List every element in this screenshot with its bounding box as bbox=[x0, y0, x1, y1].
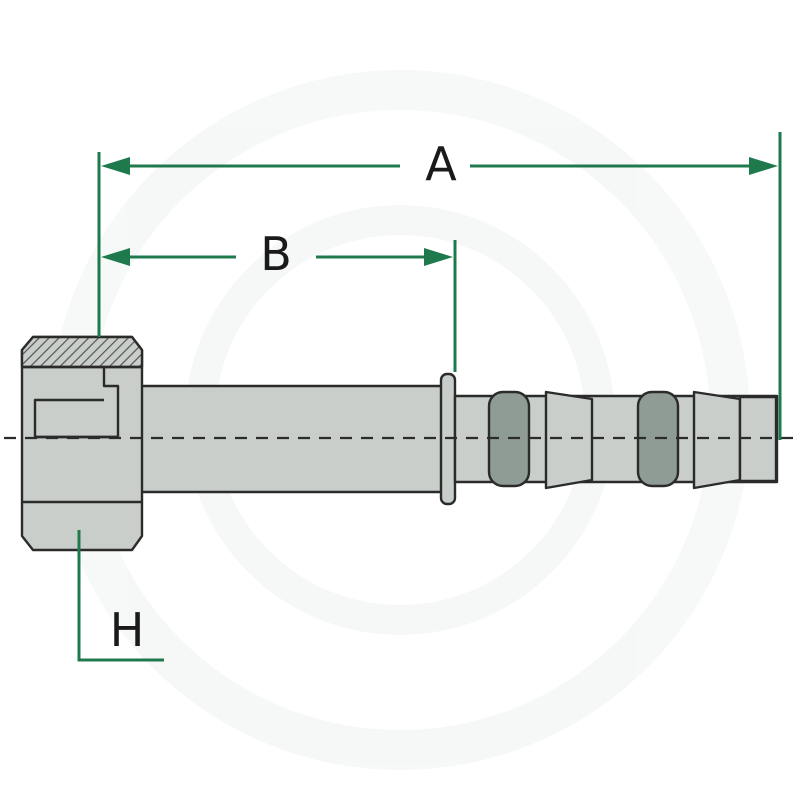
arrowhead bbox=[101, 248, 130, 266]
arrowhead bbox=[749, 157, 778, 175]
dimension-a-label: A bbox=[425, 137, 457, 191]
hex-nut bbox=[20, 335, 144, 552]
barb-cone-1 bbox=[544, 390, 594, 490]
stem-tube bbox=[136, 384, 450, 494]
dimension-b-label: B bbox=[260, 227, 292, 281]
fitting-part bbox=[20, 335, 779, 552]
dimension-lines bbox=[77, 132, 782, 662]
nut-hatched-section bbox=[20, 335, 144, 369]
arrowhead bbox=[424, 248, 453, 266]
arrowhead bbox=[101, 157, 130, 175]
dimension-h-leader bbox=[77, 530, 164, 662]
dimension-h-label: H bbox=[110, 603, 145, 657]
barb-cone-2 bbox=[692, 390, 742, 490]
